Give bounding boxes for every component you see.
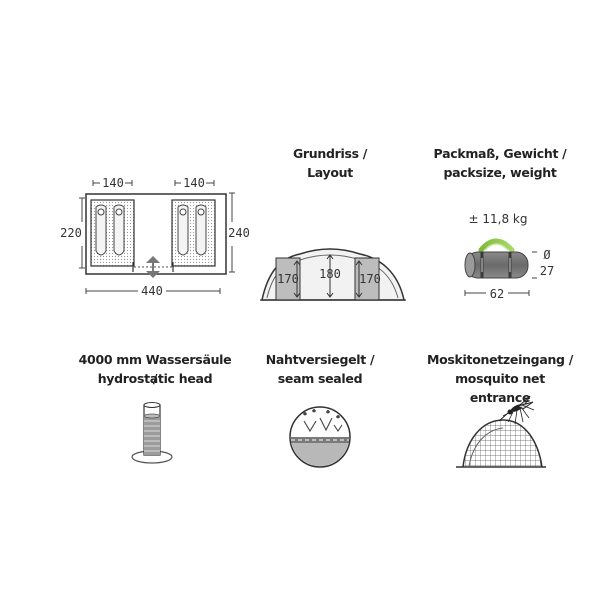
mosquito-net-icon — [456, 419, 546, 468]
dimension-bracket-top-left — [92, 180, 133, 186]
dimension-label-top-right: 140 — [183, 176, 205, 190]
height-label-center: 180 — [319, 267, 341, 281]
pack-dimension-brackets — [464, 251, 537, 296]
sleeping-bag-icon — [95, 204, 125, 256]
layout-title-line2: Layout — [307, 165, 353, 180]
mosquito-icon — [498, 395, 535, 425]
tent-cross-section — [260, 248, 406, 301]
dimension-label-bottom: 440 — [141, 284, 163, 298]
diameter-label: 27 — [539, 264, 555, 278]
weight-label: ± 11,8 kg — [468, 212, 528, 226]
hydrostatic-title-line1: 4000 mm Wassersäule / — [78, 352, 232, 386]
dimension-label-top-left: 140 — [102, 176, 124, 190]
water-column-icon — [131, 402, 173, 464]
seam-title-line2: seam sealed — [277, 371, 363, 386]
pack-title-line1: Packmaß, Gewicht / — [433, 146, 567, 161]
side-wall-left — [275, 257, 301, 301]
height-label-left: 170 — [277, 272, 299, 286]
layout-title-line1: Grundriss / — [292, 146, 368, 161]
height-label-right: 170 — [359, 272, 381, 286]
dimension-bracket-right — [229, 192, 235, 273]
dimension-label-right: 240 — [228, 226, 250, 240]
dimension-bracket-left — [79, 197, 85, 269]
hydrostatic-title-line2: hydrostatic head — [97, 371, 213, 386]
sleeping-bag-icon — [177, 204, 207, 256]
diameter-symbol: Ø — [543, 248, 551, 262]
mosquito-title-line2: mosquito net entrance — [455, 371, 545, 405]
length-label: 62 — [489, 287, 505, 301]
seam-title-line1: Nahtversiegelt / — [265, 352, 375, 367]
mosquito-title-line1: Moskitonetzeingang / — [426, 352, 574, 367]
dimension-label-left: 220 — [60, 226, 82, 240]
pack-title-line2: packsize, weight — [443, 165, 557, 180]
dimension-bracket-bottom — [85, 288, 221, 294]
seam-sealed-icon — [289, 406, 351, 468]
dimension-bracket-top-right — [174, 180, 215, 186]
entrance-arrow-icon — [132, 256, 174, 278]
pack-bag-icon — [464, 238, 529, 279]
